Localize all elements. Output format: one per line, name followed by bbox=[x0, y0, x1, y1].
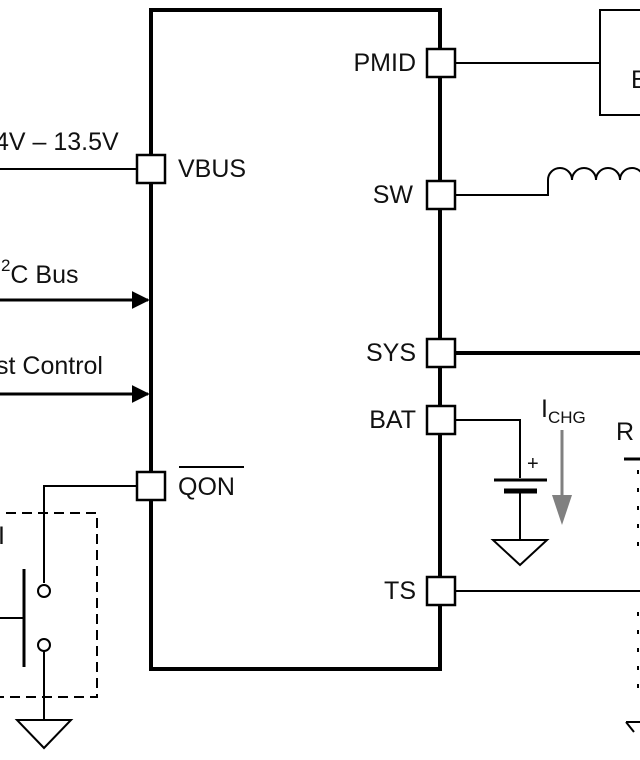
pin-qon-label: QON bbox=[178, 473, 235, 501]
i2c-bus-label: I2C Bus bbox=[0, 256, 79, 289]
switch-dashed-box bbox=[0, 512, 98, 698]
switch-box-label: I bbox=[0, 522, 5, 550]
pin-sys-pad bbox=[425, 337, 457, 369]
resistor-label: R bbox=[616, 418, 634, 446]
switch-ground-icon bbox=[14, 719, 74, 750]
pin-bat-label: BAT bbox=[369, 406, 416, 434]
pin-sw-pad bbox=[425, 179, 457, 211]
sw-wire bbox=[455, 180, 549, 196]
inductor bbox=[547, 167, 640, 181]
switch-contact-top bbox=[37, 584, 51, 598]
vbus-range-label: 4V – 13.5V bbox=[0, 128, 119, 156]
pin-pmid-pad bbox=[425, 47, 457, 79]
battery-ground-icon bbox=[490, 539, 550, 567]
pin-ts-pad bbox=[425, 575, 457, 607]
external-block-label: B bbox=[631, 66, 640, 94]
pin-qon-pad bbox=[135, 470, 167, 502]
pin-vbus-pad bbox=[135, 153, 167, 185]
charge-current-label: ICHG bbox=[541, 395, 586, 427]
switch-contact-bottom bbox=[37, 638, 51, 652]
bat-wire bbox=[455, 419, 521, 478]
host-control-label: st Control bbox=[0, 352, 103, 380]
battery-plus-sign: + bbox=[527, 453, 539, 475]
right-ground-icon-partial bbox=[625, 721, 640, 733]
pin-bat-pad bbox=[425, 404, 457, 436]
charge-current-arrowhead bbox=[552, 495, 572, 525]
pin-vbus-label: VBUS bbox=[178, 155, 246, 183]
pin-pmid-label: PMID bbox=[354, 49, 417, 77]
pin-sw-label: SW bbox=[373, 181, 414, 209]
pin-ts-label: TS bbox=[384, 577, 416, 605]
external-block bbox=[599, 9, 640, 116]
qon-wire bbox=[43, 485, 137, 583]
pin-sys-label: SYS bbox=[366, 339, 416, 367]
